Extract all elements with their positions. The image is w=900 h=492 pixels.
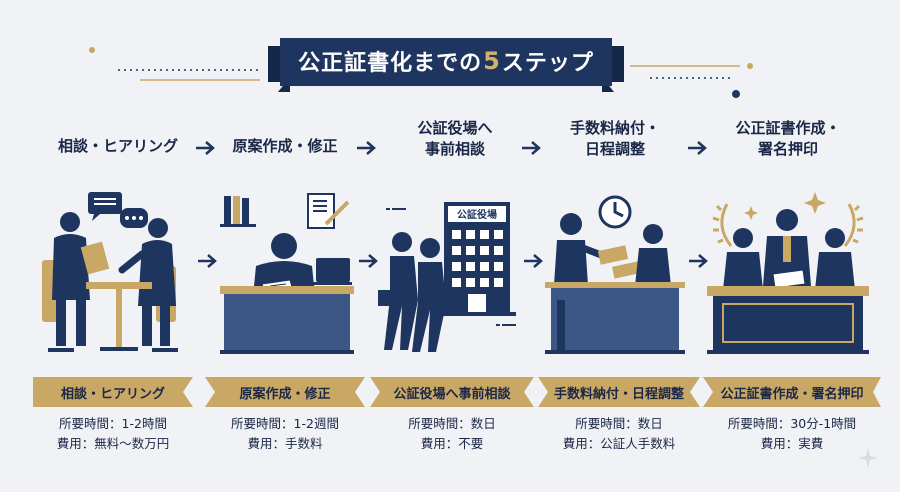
- drafting-illustration: [220, 193, 354, 354]
- step-4-info: 所要時間：数日費用：公証人手数料: [562, 416, 676, 451]
- consultation-illustration: [42, 192, 178, 352]
- step-5-label: 公正証書作成・署名押印: [703, 377, 881, 407]
- notary-office-illustration: 公証役場: [378, 202, 516, 352]
- arrow-right-icon: [524, 254, 543, 268]
- sparkle-icon: [858, 448, 878, 468]
- arrow-right-icon: [196, 141, 215, 155]
- step-4-heading: 手数料納付・日程調整: [569, 119, 660, 158]
- step-3-label: 公証役場へ事前相談: [370, 377, 534, 407]
- step-1-info: 所要時間：1-2時間費用：無料〜数万円: [56, 416, 170, 451]
- step-4-label: 手数料納付・日程調整: [538, 377, 700, 407]
- svg-text:公証役場: 公証役場: [457, 208, 497, 221]
- step-5-heading: 公正証書作成・署名押印: [735, 119, 841, 158]
- arrow-right-icon: [689, 254, 708, 268]
- arrow-right-icon: [357, 141, 376, 155]
- signing-illustration: [707, 192, 869, 354]
- arrow-right-icon: [359, 254, 378, 268]
- step-2-heading: 原案作成・修正: [232, 137, 338, 155]
- decoration-top-left: [89, 47, 260, 81]
- step-2-info: 所要時間：1-2週間費用：手数料: [231, 416, 339, 451]
- decoration-top-right: [630, 63, 753, 98]
- step-1-label: 相談・ヒアリング: [33, 377, 193, 407]
- step-3-info: 所要時間：数日費用：不要: [408, 416, 496, 451]
- payment-illustration: [545, 195, 685, 354]
- arrow-right-icon: [198, 254, 217, 268]
- arrow-right-icon: [522, 141, 541, 155]
- step-2-label: 原案作成・修正: [205, 377, 365, 407]
- step-1-heading: 相談・ヒアリング: [57, 137, 178, 155]
- step-3-heading: 公証役場へ事前相談: [417, 119, 493, 158]
- arrow-right-icon: [688, 141, 707, 155]
- step-5-info: 所要時間：30分-1時間費用：実費: [727, 416, 857, 451]
